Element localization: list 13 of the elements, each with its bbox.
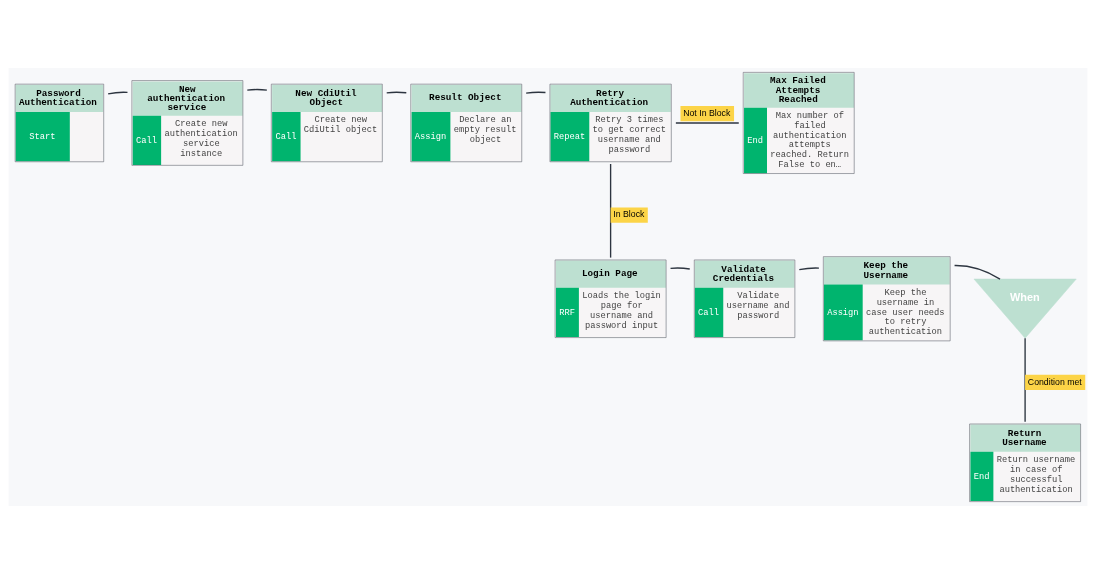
connector: [525, 91, 547, 94]
edge-label: Not In Block: [683, 107, 731, 118]
connector: [1024, 337, 1026, 423]
edge-label: In Block: [613, 209, 645, 220]
connector: [675, 122, 740, 124]
connector: [386, 91, 407, 94]
edge-label: Condition met: [1027, 376, 1082, 387]
connector: [107, 91, 129, 95]
connector: [798, 267, 820, 271]
connector: [609, 163, 612, 259]
connector: [953, 264, 1001, 280]
connector: [246, 88, 268, 91]
connector: [669, 267, 691, 270]
